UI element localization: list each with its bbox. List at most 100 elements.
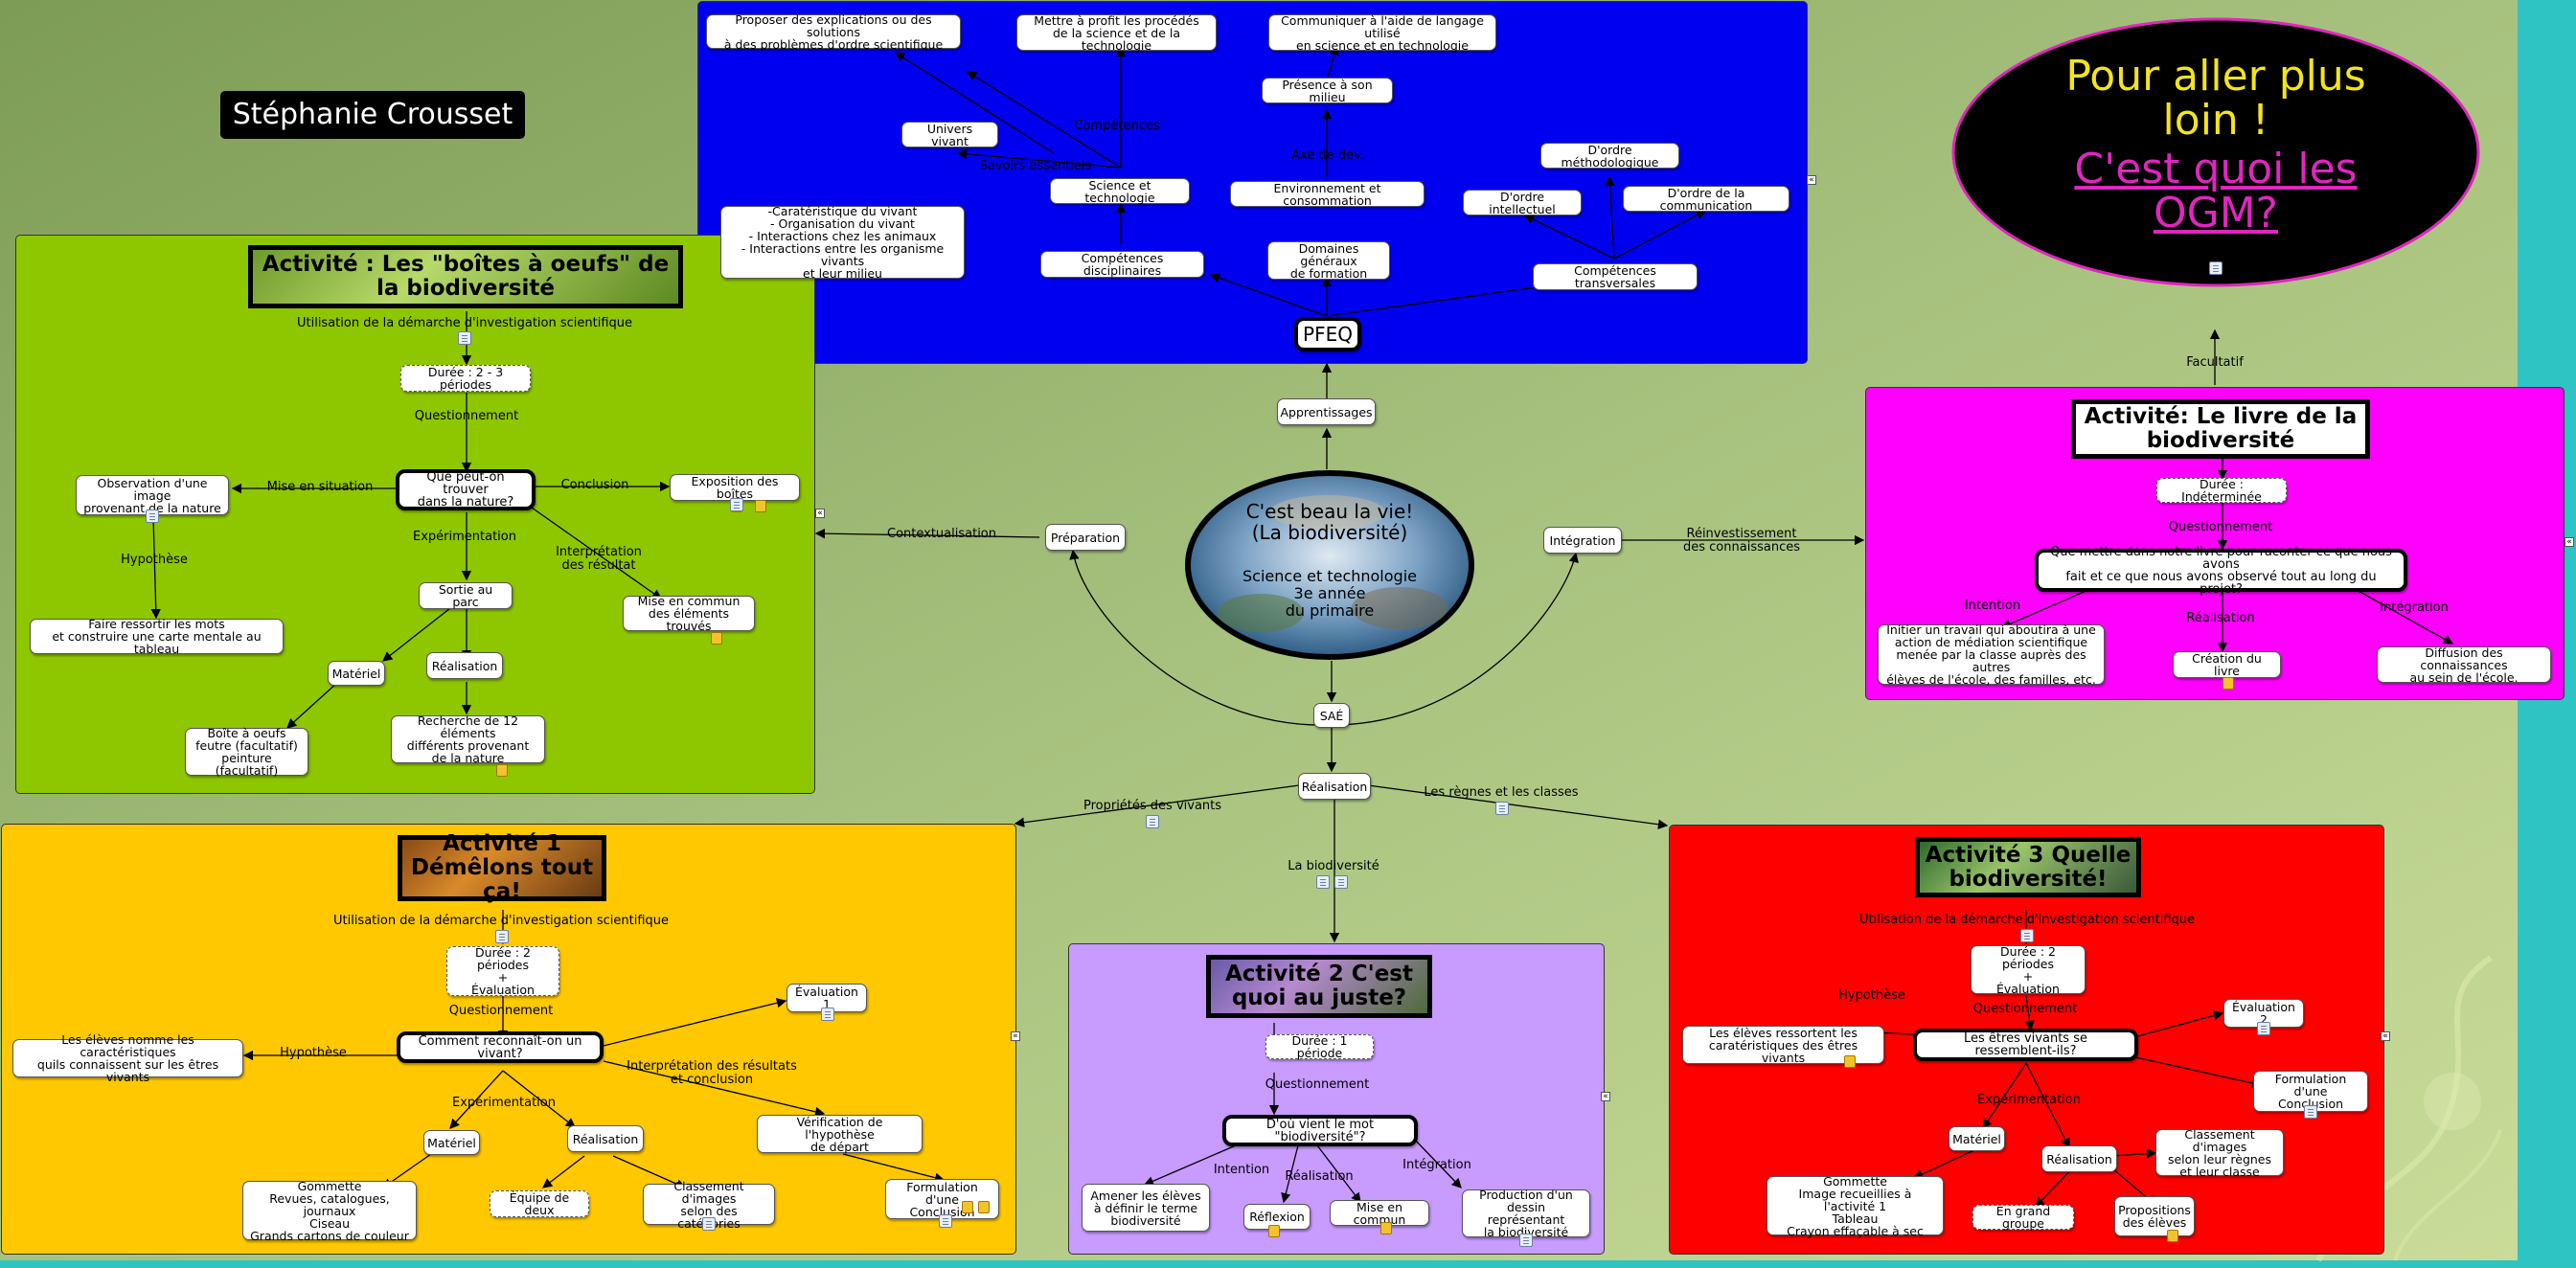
red-evaluation[interactable]: Évaluation 2 xyxy=(2223,999,2304,1028)
note-icon[interactable] xyxy=(1146,815,1159,828)
green-realisation[interactable]: Réalisation xyxy=(426,652,503,679)
purple-duree[interactable]: Durée : 1 période xyxy=(1265,1034,1374,1059)
note-icon[interactable] xyxy=(2020,929,2034,942)
green-sortie[interactable]: Sortie au parc xyxy=(419,582,513,609)
green-boite[interactable]: Boîte à oeufs feutre (facultatif) peintu… xyxy=(185,727,308,777)
attachment-icon[interactable] xyxy=(2223,677,2234,690)
note-icon[interactable] xyxy=(1495,802,1509,815)
attachment-icon[interactable] xyxy=(962,1201,973,1213)
purple-production[interactable]: Production d'un dessin représentant la b… xyxy=(1462,1189,1590,1238)
collapse-toggle[interactable]: « xyxy=(2381,1031,2390,1041)
purple-mise-commun[interactable]: Mise en commun xyxy=(1330,1200,1429,1226)
activite-boites-title: Activité : Les "boîtes à oeufs" de la bi… xyxy=(248,245,683,308)
note-icon[interactable] xyxy=(1519,1234,1533,1247)
yellow-equipe[interactable]: Équipe de deux xyxy=(490,1190,589,1217)
green-mise-commun[interactable]: Mise en commun des éléments trouvés xyxy=(623,595,755,632)
attachment-icon[interactable] xyxy=(755,500,766,512)
yellow-materiel[interactable]: Matériel xyxy=(423,1130,480,1155)
pfeq-caracteristique[interactable]: -Caratéristique du vivant - Organisation… xyxy=(720,205,965,280)
yellow-questionnement-label: Questionnement xyxy=(448,1004,554,1018)
collapse-toggle[interactable]: « xyxy=(1601,1092,1610,1101)
green-question[interactable]: Que peut-on trouver dans la nature? xyxy=(396,469,536,510)
pfeq-node[interactable]: PFEQ xyxy=(1294,317,1361,351)
pfeq-proposer[interactable]: Proposer des explications ou des solutio… xyxy=(706,13,961,51)
red-grand-groupe[interactable]: En grand groupe xyxy=(1972,1205,2074,1230)
yellow-verification[interactable]: Vérification de l'hypothèse de départ xyxy=(757,1115,923,1153)
purple-question[interactable]: D'où vient le mot "biodiversité"? xyxy=(1222,1115,1418,1146)
red-gommette[interactable]: Gommette Image recueillies à l'activité … xyxy=(1767,1175,1944,1237)
biodiversite-label: La biodiversité xyxy=(1288,859,1379,873)
collapse-toggle[interactable]: « xyxy=(815,509,825,518)
red-materiel[interactable]: Matériel xyxy=(1949,1126,2005,1151)
magenta-creation[interactable]: Création du livre xyxy=(2173,651,2281,678)
realisation-node[interactable]: Réalisation xyxy=(1298,773,1371,800)
pfeq-competences-transversales[interactable]: Compétences transversales xyxy=(1533,263,1698,290)
yellow-interpretation-label: Interprétation des résultats et conclusi… xyxy=(627,1059,797,1087)
collapse-toggle[interactable]: « xyxy=(1807,175,1816,185)
yellow-formulation[interactable]: Formulation d'une Conclusion xyxy=(885,1179,999,1219)
green-observation[interactable]: Observation d'une image provenant de la … xyxy=(76,475,229,515)
red-demarche-label: Utilisation de la démarche d'investigati… xyxy=(1858,913,2196,927)
pfeq-univers[interactable]: Univers vivant xyxy=(901,122,998,147)
center-image[interactable] xyxy=(1184,469,1475,661)
pfeq-presence[interactable]: Présence à son milieu xyxy=(1262,78,1393,103)
pfeq-science[interactable]: Science et technologie xyxy=(1050,178,1190,204)
note-icon[interactable] xyxy=(939,1214,952,1228)
attachment-icon[interactable] xyxy=(1380,1222,1392,1234)
green-exposition[interactable]: Exposition des boîtes xyxy=(670,474,800,501)
magenta-questionnement-label: Questionnement xyxy=(2168,520,2273,534)
attachment-icon[interactable] xyxy=(2167,1230,2178,1242)
preparation-node[interactable]: Préparation xyxy=(1045,524,1126,551)
note-icon[interactable] xyxy=(821,1008,834,1021)
yellow-duree[interactable]: Durée : 2 périodes + Évaluation xyxy=(446,946,559,996)
image-icon[interactable] xyxy=(146,509,159,523)
magenta-initier[interactable]: Initier un travail qui aboutira à une ac… xyxy=(1878,623,2105,686)
red-duree[interactable]: Durée : 2 périodes + Évaluation xyxy=(1971,945,2086,995)
note-icon[interactable] xyxy=(2304,1105,2317,1119)
pfeq-mettre[interactable]: Mettre à profit les procédés de la scien… xyxy=(1016,14,1217,52)
pfeq-communiquer[interactable]: Communiquer à l'aide de langage utilisé … xyxy=(1268,14,1496,52)
attachment-icon[interactable] xyxy=(1844,1055,1856,1068)
green-recherche[interactable]: Recherche de 12 éléments différents prov… xyxy=(391,714,545,764)
green-materiel[interactable]: Matériel xyxy=(328,661,385,686)
yellow-realisation[interactable]: Réalisation xyxy=(567,1125,644,1152)
collapse-toggle[interactable]: « xyxy=(2565,537,2574,547)
note-icon[interactable] xyxy=(458,331,471,345)
pfeq-methodo[interactable]: D'ordre méthodologique xyxy=(1540,143,1679,169)
red-propositions[interactable]: Propositions des élèves xyxy=(2114,1196,2195,1236)
pfeq-intellectuel[interactable]: D'ordre intellectuel xyxy=(1463,190,1582,215)
contextualisation-label: Contextualisation xyxy=(887,527,996,541)
green-faire[interactable]: Faire ressortir les mots et construire u… xyxy=(30,618,284,655)
red-question[interactable]: Les êtres vivants se ressemblent-ils? xyxy=(1913,1029,2138,1061)
pfeq-environnement[interactable]: Environnement et consommation xyxy=(1230,181,1425,207)
sae-node[interactable]: SAÉ xyxy=(1313,703,1350,728)
magenta-diffusion[interactable]: Diffusion des connaissances au sein de l… xyxy=(2377,646,2551,684)
note-icon[interactable] xyxy=(2209,261,2223,275)
integration-node[interactable]: Intégration xyxy=(1543,527,1622,554)
attachment-icon[interactable] xyxy=(711,632,722,645)
magenta-duree[interactable]: Durée : Indéterminée xyxy=(2156,478,2287,503)
attachment-icon[interactable] xyxy=(496,764,508,777)
yellow-question[interactable]: Comment reconnaît-on un vivant? xyxy=(397,1031,604,1063)
magenta-question[interactable]: Que mettre dans notre livre pour raconte… xyxy=(2035,546,2407,596)
purple-amener[interactable]: Amener les élèves à définir le terme bio… xyxy=(1082,1184,1210,1232)
note-icon[interactable] xyxy=(495,930,509,943)
pfeq-domaines[interactable]: Domaines généraux de formation xyxy=(1267,241,1390,280)
attachment-icon[interactable] xyxy=(978,1201,990,1213)
yellow-eleves[interactable]: Les élèves nomme les caractéristiques qu… xyxy=(12,1033,243,1083)
attachment-icon[interactable] xyxy=(1268,1225,1280,1237)
red-realisation[interactable]: Réalisation xyxy=(2041,1145,2117,1172)
red-classement[interactable]: Classement d'images selon leur règnes et… xyxy=(2155,1128,2284,1178)
collapse-toggle[interactable]: « xyxy=(1011,1031,1020,1041)
note-icon[interactable] xyxy=(1334,875,1348,889)
green-duree[interactable]: Durée : 2 - 3 périodes xyxy=(400,365,531,392)
pfeq-communication[interactable]: D'ordre de la communication xyxy=(1623,186,1790,212)
image-icon[interactable] xyxy=(702,1217,716,1231)
audio-icon[interactable] xyxy=(1316,875,1330,889)
pfeq-competences-disciplinaires[interactable]: Compétences disciplinaires xyxy=(1040,251,1204,278)
note-icon[interactable] xyxy=(2257,1022,2270,1035)
image-icon[interactable] xyxy=(730,498,743,511)
ogm-ellipse[interactable] xyxy=(1950,16,2481,288)
yellow-gommette[interactable]: Gommette Revues, catalogues, journaux Ci… xyxy=(242,1180,417,1242)
apprentissages-node[interactable]: Apprentissages xyxy=(1277,398,1376,425)
